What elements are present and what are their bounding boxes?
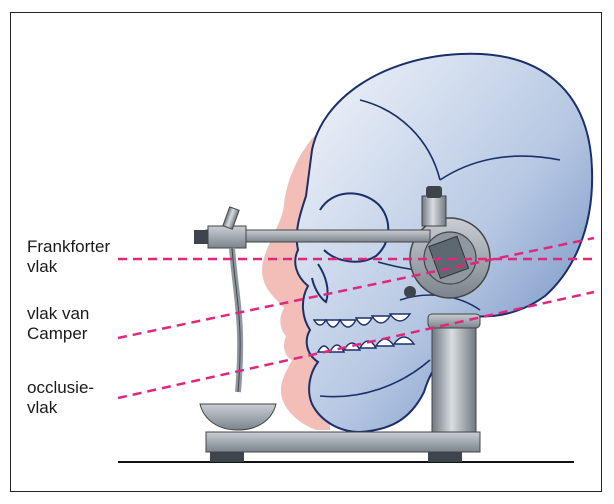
frankfort-label: Frankforter vlak <box>27 237 110 277</box>
column-cap <box>428 314 480 328</box>
bite-fork-icon <box>200 404 276 430</box>
occlusal-label: occlusie- vlak <box>27 378 94 418</box>
occlusal-label-line1: occlusie- <box>27 378 94 398</box>
condylar-column <box>432 320 476 438</box>
ear-rod-icon <box>422 196 446 226</box>
frankfort-label-line2: vlak <box>27 257 110 277</box>
occlusal-label-line2: vlak <box>27 398 94 418</box>
camper-label-line2: Camper <box>27 324 89 344</box>
camper-label: vlak van Camper <box>27 304 89 344</box>
frankfort-label-line1: Frankforter <box>27 237 110 257</box>
base-plate <box>206 432 480 452</box>
camper-label-line1: vlak van <box>27 304 89 324</box>
